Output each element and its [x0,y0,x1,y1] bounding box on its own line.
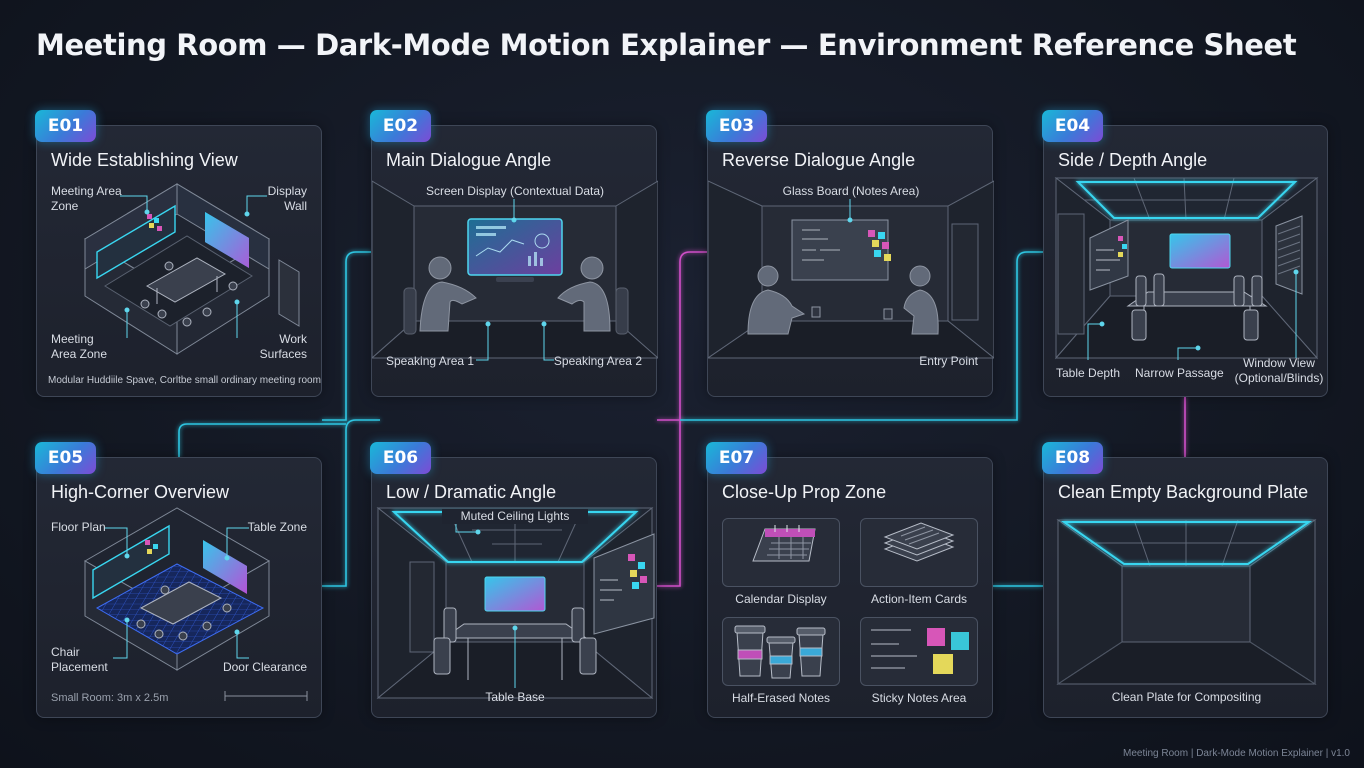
panel-title: Close-Up Prop Zone [722,482,887,502]
label-window-view: Window View (Optional/Blinds) [1234,356,1324,385]
panel-e07[interactable]: E07 Close-Up Prop Zone Calendar Display … [706,442,993,718]
calendar-icon [752,525,816,562]
empty-room-illustration [1056,519,1317,685]
label-muted-ceiling-lights: Muted Ceiling Lights [442,509,588,524]
label-speaking-area-2: Speaking Area 2 [553,354,642,368]
label-table-depth: Table Depth [1056,366,1121,380]
panel-e06[interactable]: E06 Low / Dramatic Angle Muted Ceiling L… [370,442,657,718]
panel-caption: Modular Huddiile Spave, Corltbe small or… [48,375,321,386]
panel-id-badge: E06 [370,442,431,474]
panel-title: High-Corner Overview [51,482,230,502]
panel-e03[interactable]: E03 Reverse Dialogue Angle Glass Board (… [706,110,994,397]
panel-id-badge: E05 [35,442,96,474]
panel-title: Side / Depth Angle [1058,150,1208,170]
prop-card-sticky-notes[interactable] [860,617,978,686]
label-glass-board: Glass Board (Notes Area) [782,184,920,198]
panel-id-badge: E07 [706,442,767,474]
label-screen-display: Screen Display (Contextual Data) [425,184,605,198]
reverse-dialogue-illustration [708,180,994,359]
label-clean-plate: Clean Plate for Compositing [1111,690,1262,704]
label-door-clearance: Door Clearance [222,660,307,674]
panel-e08[interactable]: E08 Clean Empty Background Plate Clean P… [1042,442,1328,718]
label-meeting-area-zone-2: Meeting Area Zone [51,332,108,361]
prop-label-notes: Half-Erased Notes [731,691,831,705]
label-entry-point: Entry Point [919,354,978,368]
label-display-wall: Display Wall [267,184,307,213]
panel-title: Reverse Dialogue Angle [722,150,916,170]
panel-id-badge: E08 [1042,442,1103,474]
prop-label-action-items: Action-Item Cards [870,592,968,606]
prop-label-calendar: Calendar Display [735,592,827,606]
panel-e01[interactable]: E01 Wide Establishing View Meeting Area [35,110,322,397]
high-corner-overview-illustration [83,507,308,701]
prop-label-sticky-notes: Sticky Notes Area [871,691,967,705]
label-meeting-area-zone: Meeting Area Zone [51,184,122,213]
label-narrow-passage: Narrow Passage [1135,366,1224,380]
footer-version: Meeting Room | Dark-Mode Motion Explaine… [1123,748,1350,759]
label-table-zone: Table Zone [247,520,307,534]
dialogue-scene-illustration [372,180,658,361]
panel-id-badge: E02 [370,110,431,142]
panel-e05[interactable]: E05 High-Corner Overview Fl [35,442,322,718]
page-title: Meeting Room — Dark-Mode Motion Explaine… [36,28,1297,62]
panel-id-badge: E03 [706,110,767,142]
prop-card-calendar[interactable] [722,518,840,587]
side-depth-illustration [1054,176,1319,360]
label-chair-placement: Chair Placement [51,645,108,674]
label-speaking-area-1: Speaking Area 1 [386,354,475,368]
low-dramatic-angle-illustration [376,506,655,700]
panel-e04[interactable]: E04 Side / Depth Angle [1042,110,1328,397]
label-floor-plan: Floor Plan [51,520,106,534]
label-table-base: Table Base [485,690,545,704]
panel-title: Wide Establishing View [51,150,238,170]
label-work-surfaces: Work Surfaces [259,332,307,361]
stacked-cards-icon [883,522,955,562]
panel-title: Clean Empty Background Plate [1058,482,1309,502]
scale-note: Small Room: 3m x 2.5m [51,692,169,704]
panel-id-badge: E04 [1042,110,1103,142]
coffee-cups-icon [734,625,826,679]
panel-id-badge: E01 [35,110,96,142]
isometric-room-illustration [84,183,300,355]
prop-card-action-items[interactable] [860,518,978,587]
panel-title: Low / Dramatic Angle [386,482,557,502]
panel-title: Main Dialogue Angle [386,150,552,170]
sticky-notes-icon [871,628,969,674]
panel-e02[interactable]: E02 Main Dialogue Angle Screen Dis [370,110,658,397]
prop-card-notes[interactable] [722,617,840,686]
